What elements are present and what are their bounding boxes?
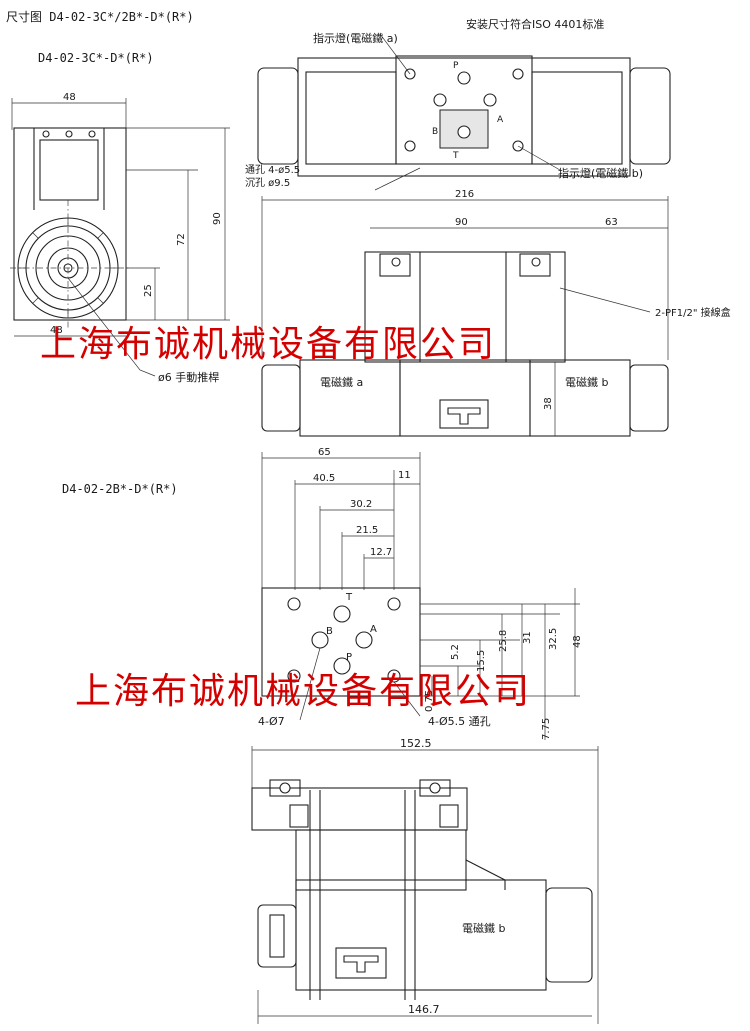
watermark-1: 上海布诚机械设备有限公司 [40,324,496,365]
plan-view-3c: P A B T 指示燈(電磁鐵 a) 指示燈(電磁鐵 b) 通孔 4-ø5.5 … [245,31,671,191]
dim-v-5-2: 5.2 [450,644,461,660]
side-view: 48 90 [10,92,230,384]
front-view-3c: 216 90 63 電磁鐵 a 電磁鐵 b 38 2-PF1/2" 接線盒 [261,189,731,437]
manual-pin-label: ø6 手動推桿 [158,370,219,384]
dim-len-146-7: 146.7 [408,1003,440,1016]
dim-base-11: 11 [398,470,411,481]
dim-base-12-7: 12.7 [370,547,392,558]
drawing-title: 尺寸图 D4-02-3C*/2B*-D*(R*) [6,10,194,24]
dim-total-216: 216 [455,189,474,200]
port-a-label: A [497,115,504,125]
port-p-label: P [453,61,459,71]
dim-v-32-5: 32.5 [548,628,559,650]
dim-v-0-75: 0.75 [424,690,435,712]
dim-side-h25: 25 [143,284,154,297]
solenoid-b2-label: 電磁鐵 b [462,921,505,935]
port-t-label: T [452,151,459,161]
counterbore-label: 沉孔 ø9.5 [245,176,290,189]
port-t2-label: T [345,592,353,603]
port-a2-label: A [370,624,377,635]
port-b-label: B [432,127,438,137]
dim-v-7-75: 7.75 [541,718,552,740]
watermark-2: 上海布诚机械设备有限公司 [75,671,531,712]
indicator-b-label: 指示燈(電磁鐵 b) [558,166,643,180]
dim-90: 90 [455,217,468,228]
solenoid-b-label: 電磁鐵 b [565,375,608,389]
holes-5-5-label: 4-Ø5.5 通孔 [428,715,491,728]
dim-side-width-bottom: 48 [50,325,63,336]
dim-v-31: 31 [522,631,533,644]
front-view-2b: 152.5 電磁鐵 b 146.7 [251,737,599,1024]
through-hole-label: 通孔 4-ø5.5 [245,164,300,176]
junction-box-label: 2-PF1/2" 接線盒 [655,306,731,319]
dim-side-width-top: 48 [63,92,76,103]
dim-side-h72: 72 [176,233,187,246]
indicator-a-label: 指示燈(電磁鐵 a) [313,31,398,45]
dim-38: 38 [543,397,554,410]
holes-7-label: 4-Ø7 [258,715,285,728]
dim-base-21-5: 21.5 [356,525,378,536]
iso-note: 安装尺寸符合ISO 4401标准 [466,17,604,31]
dim-base-40-5: 40.5 [313,473,335,484]
section-title-3c: D4-02-3C*-D*(R*) [38,51,154,65]
base-plate-view: 65 40.5 11 30.2 21.5 12.7 T B A P [258,447,583,740]
port-b2-label: B [326,626,333,637]
dim-len-152-5: 152.5 [400,737,432,750]
dim-63: 63 [605,217,618,228]
section-title-2b: D4-02-2B*-D*(R*) [62,482,178,496]
dim-base-65: 65 [318,447,331,458]
dim-v-25-8: 25.8 [498,630,509,652]
dim-side-h90: 90 [212,212,223,225]
dim-v-15-5: 15.5 [476,650,487,672]
dim-base-30-2: 30.2 [350,499,372,510]
solenoid-a-label: 電磁鐵 a [320,375,363,389]
dim-v-48: 48 [572,635,583,648]
port-p2-label: P [346,652,352,663]
